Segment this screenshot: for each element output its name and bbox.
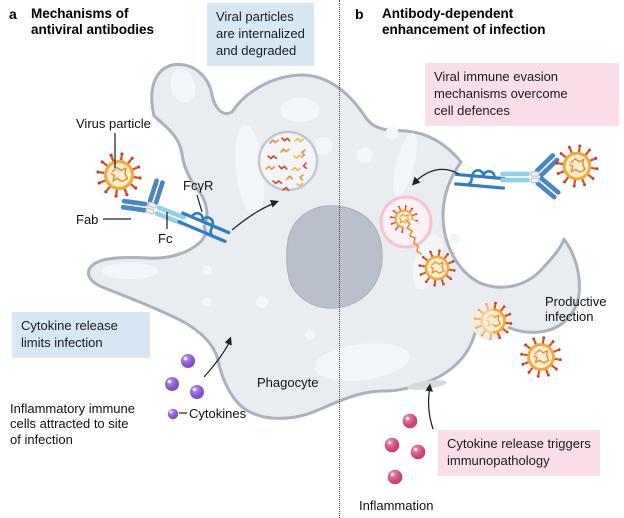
virus-particle-b-budding <box>471 300 514 342</box>
virus-particle-b-released <box>518 334 564 380</box>
nucleus <box>286 205 383 309</box>
label-inflammatory-cells: Inflammatory immune cells attracted to s… <box>10 401 135 447</box>
panel-b-title: Antibody-dependent enhancement of infect… <box>382 6 546 38</box>
label-fab: Fab <box>76 212 99 227</box>
label-phagocyte: Phagocyte <box>257 375 319 390</box>
antibody-hinge <box>145 201 157 215</box>
callout-immunopathology: Cytokine release triggers immunopatholog… <box>438 430 600 476</box>
antibody-hinge <box>530 171 540 183</box>
panel-a-marker: a <box>9 6 17 22</box>
virus-particle-b-complex <box>554 143 600 189</box>
membrane-shadow <box>407 380 447 390</box>
degradation-vesicle <box>257 130 319 192</box>
fc-gamma-receptor-a <box>177 211 231 243</box>
label-productive-infection: Productive infection <box>545 294 607 325</box>
cytokines-purple <box>165 354 204 420</box>
callout-cytokine-limits: Cytokine release limits infection <box>12 312 150 358</box>
virus-particle-a <box>94 150 144 200</box>
callout-immune-evasion: Viral immune evasion mechanisms overcome… <box>425 63 619 126</box>
callout-internalized: Viral particles are internalized and deg… <box>207 3 314 66</box>
label-virus-particle: Virus particle <box>76 116 151 131</box>
viral-rna-strand <box>405 219 422 255</box>
panel-b-marker: b <box>355 6 364 22</box>
endosome-arrow <box>415 168 460 182</box>
label-fcgr: FcγR <box>183 178 214 193</box>
arrowheads <box>224 176 433 392</box>
panel-a-title: Mechanisms of antiviral antibodies <box>31 6 155 38</box>
label-inflammation: Inflammation <box>359 498 434 513</box>
fc-gamma-receptor-b <box>454 169 506 190</box>
endosome-escape <box>379 195 433 255</box>
fcgr-pointer <box>196 194 203 213</box>
label-fc: Fc <box>158 231 173 246</box>
cytokine-release-arrow-b <box>427 386 434 430</box>
antibody-b <box>500 153 561 200</box>
degraded-virus-fragments <box>265 137 308 191</box>
label-cytokines: Cytokines <box>189 406 247 421</box>
panel-divider <box>339 0 340 518</box>
antibody-a <box>120 178 186 226</box>
cytokines-red <box>384 413 426 485</box>
